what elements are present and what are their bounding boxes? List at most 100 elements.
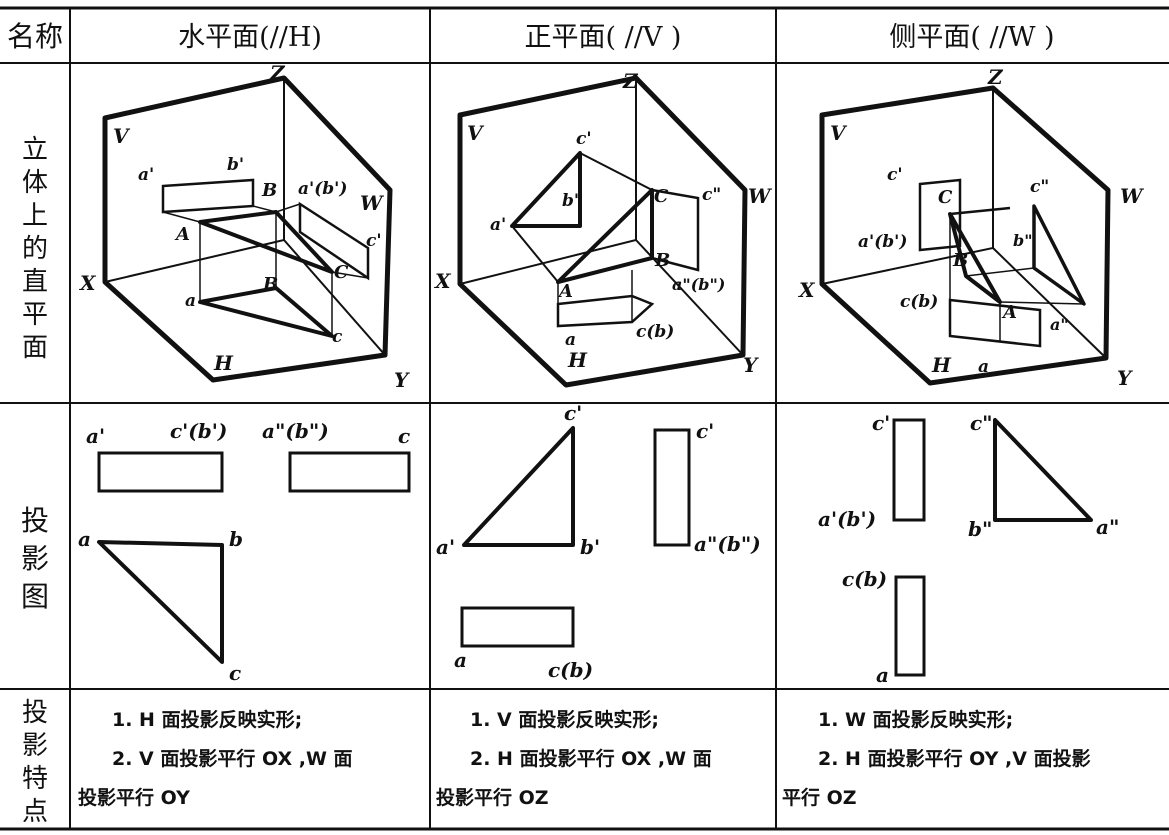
- label-H: H: [931, 353, 952, 377]
- solid-view-horizontal-plane: [102, 75, 393, 383]
- label-X: X: [433, 269, 452, 293]
- feature-line-3: 投影平行 OZ: [436, 786, 549, 809]
- row-label-char: 点: [22, 797, 48, 827]
- row-label-char: 平: [22, 300, 48, 330]
- feature-line-2: 2. V 面投影平行 OX ,W 面: [112, 747, 353, 770]
- label-X: X: [797, 278, 816, 302]
- label-a-prime-b-prime: a'(b'): [818, 507, 876, 531]
- projection-box-outline: [102, 75, 393, 383]
- label-a-prime: a': [490, 215, 506, 235]
- label-V: V: [113, 124, 131, 148]
- label-c-b: c(b): [636, 322, 674, 342]
- h-projection-rect: [894, 575, 926, 677]
- features-horizontal-plane: 1. H 面投影反映实形; 2. V 面投影平行 OX ,W 面 投影平行 OY: [78, 708, 353, 809]
- row-label-char: 直: [22, 267, 48, 297]
- solid-labels-horizontal-plane: Z V W X H Y a' b' B a'(b') c' A C B a c: [78, 61, 410, 392]
- label-b-prime: b': [227, 155, 244, 175]
- v-projection-strip: [161, 178, 255, 214]
- label-c-prime: c': [564, 401, 582, 425]
- label-a: a: [978, 357, 989, 377]
- feature-line-3: 投影平行 OY: [78, 786, 190, 809]
- h-projection-rect: [460, 606, 575, 648]
- projection-drawing-horizontal-plane: [97, 451, 411, 664]
- label-c-double-prime: c": [970, 411, 993, 435]
- row-label-char: 体: [22, 168, 48, 198]
- row-label-features: 投 影 特 点: [22, 698, 48, 827]
- row-label-solid: 立 体 上 的 直 平 面: [22, 135, 48, 363]
- label-A: A: [1001, 302, 1017, 323]
- label-a: a: [185, 291, 196, 311]
- label-H: H: [567, 348, 588, 372]
- label-c-double-prime: c": [1030, 177, 1049, 197]
- label-c-prime: c': [576, 129, 592, 149]
- header-frontal-plane: 正平面( //V ): [525, 22, 682, 53]
- row-label-char: 投: [21, 504, 49, 537]
- label-C: C: [938, 187, 953, 208]
- label-W: W: [360, 191, 385, 215]
- row-label-char: 的: [22, 234, 48, 264]
- row-label-char: 特: [22, 764, 48, 794]
- row-label-char: 上: [22, 201, 48, 231]
- label-a-prime-b-prime: a'(b'): [858, 232, 907, 252]
- label-c: c: [229, 661, 241, 685]
- w-projection-rect: [653, 428, 691, 547]
- row-label-char: 面: [22, 333, 48, 363]
- label-c-prime: c': [887, 165, 903, 185]
- header-horizontal-plane: 水平面(//H): [178, 22, 322, 53]
- label-a: a: [565, 330, 576, 350]
- v-projection-rect: [892, 418, 926, 522]
- row-label-char: 影: [22, 731, 48, 761]
- w-projection-triangle: [993, 418, 1093, 522]
- label-a-double-prime-b-double-prime: a"(b"): [694, 532, 761, 556]
- feature-line-1: 1. W 面投影反映实形;: [818, 708, 1013, 731]
- label-b-prime: b': [580, 535, 600, 559]
- header-name-cell: 名称: [7, 20, 63, 53]
- row-label-projection: 投 影 图: [21, 504, 49, 613]
- label-Z: Z: [269, 61, 286, 85]
- label-B: B: [952, 250, 968, 271]
- label-c-double-prime: c': [366, 231, 382, 251]
- label-a: a: [454, 648, 467, 672]
- w-projection-triangle: [1032, 204, 1086, 306]
- label-A: A: [557, 281, 573, 302]
- label-a-prime-b-prime: a'(b'): [298, 179, 347, 199]
- row-label-char: 投: [22, 698, 48, 728]
- features-frontal-plane: 1. V 面投影反映实形; 2. H 面投影平行 OX ,W 面 投影平行 OZ: [436, 708, 712, 809]
- w-projection-rect: [288, 451, 411, 493]
- v-projection-triangle: [510, 151, 582, 228]
- projection-labels-frontal-plane: c' a' b' c' a"(b") a c(b): [436, 401, 761, 682]
- label-B: B: [654, 250, 670, 271]
- label-c-b: c(b): [842, 567, 887, 591]
- feature-line-1: 1. V 面投影反映实形;: [470, 708, 659, 731]
- table-grid: [0, 6, 1169, 831]
- label-H: H: [213, 351, 234, 375]
- projection-drawing-frontal-plane: [460, 426, 691, 648]
- v-projection-triangle: [462, 426, 575, 547]
- projection-labels-profile-plane: c' c" a'(b') b" a" c(b) a: [818, 411, 1119, 687]
- row-label-char: 立: [22, 135, 48, 165]
- solid-view-profile-plane: [819, 85, 1111, 386]
- label-b-prime: b': [562, 191, 579, 211]
- label-Y: Y: [1117, 366, 1133, 390]
- label-a: a: [78, 527, 91, 551]
- row-label-char: 图: [21, 580, 49, 613]
- label-a-prime: a': [436, 535, 455, 559]
- label-c-b: c(b): [548, 658, 593, 682]
- label-a-double-prime: a": [1096, 515, 1119, 539]
- label-Z: Z: [622, 69, 639, 93]
- solid-view-frontal-plane: [457, 75, 748, 388]
- solid-labels-profile-plane: Z V W X H Y c' C c" a'(b') b" B c(b) A a…: [797, 65, 1145, 390]
- label-Z: Z: [987, 65, 1004, 89]
- feature-line-2: 2. H 面投影平行 OY ,V 面投影: [818, 747, 1091, 770]
- h-projection-abc: [198, 286, 334, 338]
- feature-line-1: 1. H 面投影反映实形;: [112, 708, 302, 731]
- label-V: V: [830, 121, 848, 145]
- label-Y: Y: [394, 368, 410, 392]
- label-c: c: [332, 327, 343, 347]
- label-a-prime: a': [138, 165, 154, 185]
- plane-triangle-abc: [948, 212, 1002, 304]
- feature-line-3: 平行 OZ: [782, 786, 857, 809]
- label-c-prime-right: c': [696, 419, 714, 443]
- label-c: c: [398, 424, 410, 448]
- label-C: C: [334, 262, 349, 283]
